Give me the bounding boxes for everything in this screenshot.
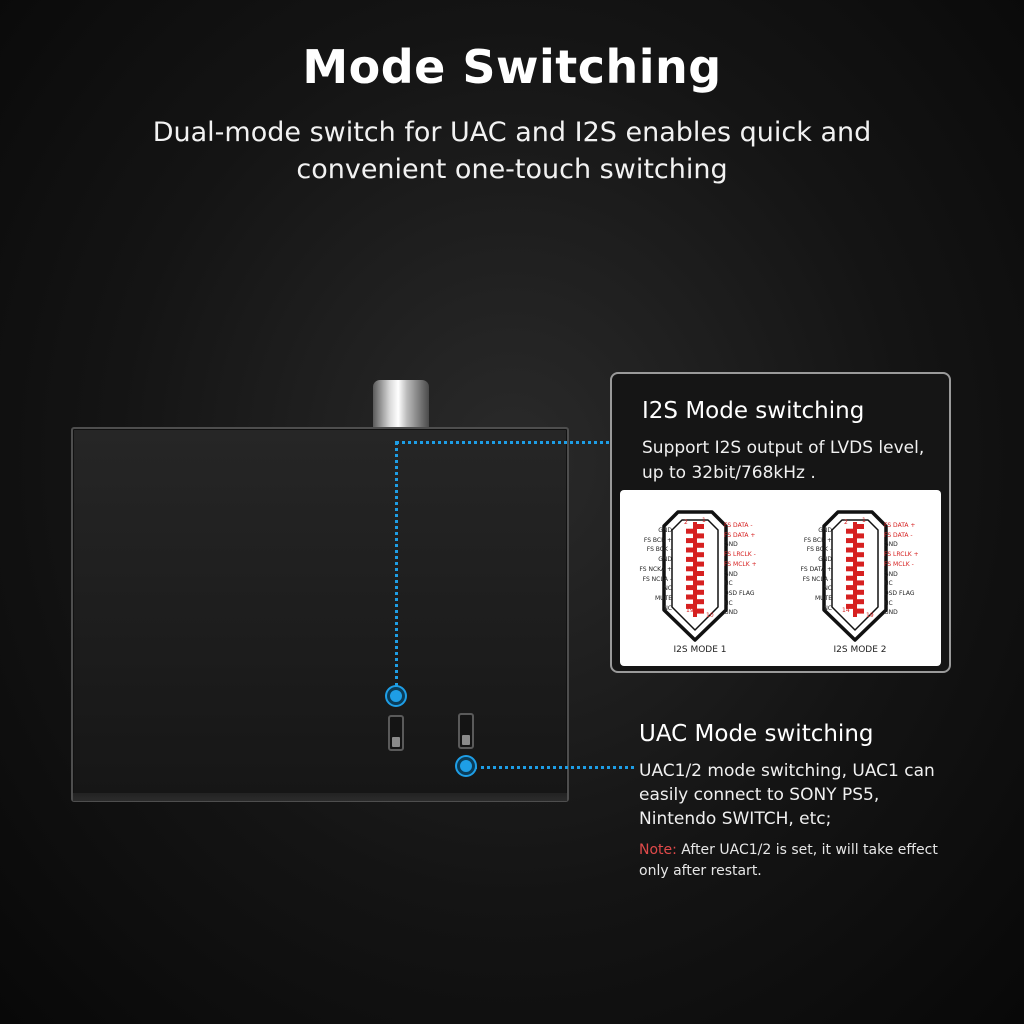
- hdmi-pin-right: [856, 608, 864, 614]
- mode-1-pin-10-number: 10: [706, 612, 714, 619]
- hdmi-pin-left: [846, 603, 854, 609]
- page-subtitle: Dual-mode switch for UAC and I2S enables…: [152, 117, 872, 185]
- hdmi-pin-right: [696, 524, 704, 529]
- i2s-toggle-switch[interactable]: [388, 715, 404, 751]
- mode-1-left-pins: GND FS BCK + FS BCK - GND FS NCKA + FS N…: [639, 527, 672, 612]
- uac-section-description: UAC1/2 mode switching, UAC1 can easily c…: [639, 761, 935, 829]
- hdmi-pin-left: [846, 566, 854, 572]
- hdmi-pin-right: [856, 571, 864, 576]
- mode-1-pin-19-number: 19: [686, 607, 694, 614]
- hdmi-pin-left: [686, 528, 694, 534]
- mode-1-right-pins: FS DATA - FS DATA + GND FS LRCLK - FS MC…: [724, 522, 757, 617]
- hdmi-pin-right: [856, 561, 864, 567]
- dac-device: [71, 427, 569, 802]
- uac-restart-note: Note: After UAC1/2 is set, it will take …: [639, 840, 959, 882]
- hdmi-pin-left: [686, 603, 694, 609]
- hdmi-pin-left: [846, 547, 854, 553]
- hdmi-pin-left: [846, 585, 854, 591]
- hdmi-pin-left: [686, 538, 694, 544]
- hdmi-port-icon: [662, 510, 728, 642]
- uac-switch-marker: [457, 757, 475, 775]
- mode-2-pin-19-number: 19: [866, 612, 874, 619]
- hdmi-pin-left: [846, 528, 854, 534]
- hdmi-pin-left: [846, 575, 854, 581]
- hdmi-pin-left: [686, 585, 694, 591]
- i2s-info-panel: I2S Mode switching Support I2S output of…: [610, 372, 951, 673]
- mode-2-label: I2S MODE 2: [833, 645, 887, 655]
- hdmi-pin-left: [686, 594, 694, 600]
- hdmi-pin-right: [696, 571, 704, 576]
- hdmi-pin-left: [846, 594, 854, 600]
- hdmi-pin-left: [686, 556, 694, 562]
- hdmi-pin-right: [856, 524, 864, 529]
- hdmi-pin-right: [856, 542, 864, 548]
- hdmi-pin-right: [696, 542, 704, 548]
- uac-section-title: UAC Mode switching: [639, 721, 874, 747]
- hdmi-pin-right: [856, 533, 864, 539]
- i2s-panel-title: I2S Mode switching: [642, 398, 865, 424]
- volume-knob-icon: [373, 380, 429, 432]
- hdmi-pin-right: [696, 580, 704, 586]
- hdmi-pin-right: [696, 561, 704, 567]
- mode-2-left-pins: GND FS BCK + FS BCK - GND FS DATA + FS N…: [800, 527, 832, 612]
- page-title: Mode Switching: [302, 40, 722, 94]
- hdmi-pin-right: [856, 580, 864, 586]
- i2s-mode-2-diagram: GND FS BCK + FS BCK - GND FS DATA + FS N…: [780, 490, 940, 666]
- hdmi-pin-divider: [693, 522, 697, 617]
- hdmi-pin-right: [696, 533, 704, 539]
- hdmi-pin-right: [856, 599, 864, 605]
- hdmi-pin-left: [686, 575, 694, 581]
- hdmi-pin-right: [856, 552, 864, 558]
- pinout-diagrams: GND FS BCK + FS BCK - GND FS NCKA + FS N…: [620, 490, 941, 666]
- hdmi-pin-left: [846, 538, 854, 544]
- i2s-leader-line-horizontal: [395, 441, 635, 444]
- hdmi-pin-left: [686, 566, 694, 572]
- mode-2-pin-1-number: 1: [862, 517, 866, 524]
- hdmi-port-icon: [822, 510, 888, 642]
- note-text: After UAC1/2 is set, it will take effect…: [639, 842, 938, 879]
- mode-2-pin-14-number: 14: [842, 607, 850, 614]
- note-label: Note:: [639, 842, 677, 858]
- hdmi-pin-right: [696, 599, 704, 605]
- mode-2-right-pins: FS DATA + FS DATA - GND FS LRCLK + FS MC…: [884, 522, 919, 617]
- mode-1-pin-1-number: 1: [702, 517, 706, 524]
- hdmi-pin-left: [686, 547, 694, 553]
- hdmi-pin-left: [846, 556, 854, 562]
- hdmi-pin-right: [696, 589, 704, 595]
- mode-1-pin-2-number: 2: [684, 519, 688, 526]
- hdmi-pin-right: [856, 589, 864, 595]
- i2s-leader-line: [395, 441, 398, 687]
- hdmi-pin-right: [696, 552, 704, 558]
- uac-toggle-switch[interactable]: [458, 713, 474, 749]
- mode-2-pin-2-number: 2: [844, 519, 848, 526]
- hdmi-pin-right: [696, 608, 704, 614]
- mode-1-label: I2S MODE 1: [673, 645, 727, 655]
- uac-leader-line: [474, 766, 634, 769]
- i2s-mode-1-diagram: GND FS BCK + FS BCK - GND FS NCKA + FS N…: [620, 490, 780, 666]
- hdmi-pin-divider: [853, 522, 857, 617]
- i2s-panel-description: Support I2S output of LVDS level, up to …: [642, 438, 925, 483]
- i2s-switch-marker: [387, 687, 405, 705]
